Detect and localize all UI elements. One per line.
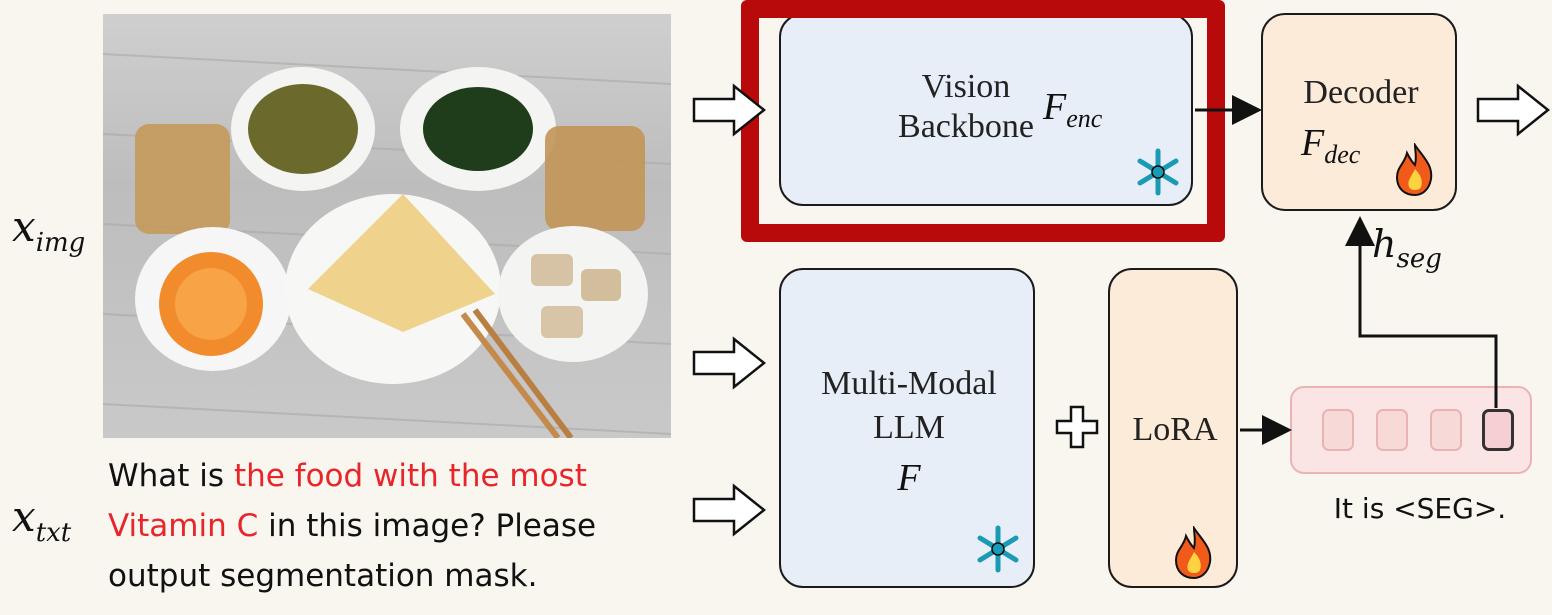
f-llm-symbol: F: [897, 457, 921, 499]
hollow-arrow-text-to-llm: [692, 483, 767, 537]
seg-caption: It is <SEG>.: [1333, 492, 1507, 525]
food-photo-illustration: [103, 53, 671, 438]
vision-backbone-block: Vision Backbone Fenc: [779, 13, 1193, 206]
llm-line2: LLM: [873, 409, 945, 446]
question-highlight-food: the food with the most: [233, 458, 587, 494]
seg-token: [1482, 409, 1514, 451]
question-highlight-vitamin: Vitamin C: [108, 508, 259, 544]
x-img-label: ximg: [12, 202, 86, 258]
flame-icon: [1174, 526, 1212, 580]
hollow-arrow-image-to-backbone: [692, 83, 767, 137]
decoder-label: Decoder: [1303, 74, 1419, 111]
flame-icon: [1395, 143, 1433, 197]
f-enc-symbol: Fenc: [1043, 86, 1103, 133]
snowflake-icon: [1137, 148, 1179, 196]
highlight-frame: [741, 0, 1225, 242]
llm-block: Multi-Modal LLM F: [779, 268, 1035, 588]
vision-backbone-line1: Vision: [921, 68, 1011, 105]
lora-label: LoRA: [1132, 411, 1218, 448]
x-txt-label: xtxt: [12, 492, 72, 548]
llm-line1: Multi-Modal: [821, 365, 997, 402]
snowflake-icon: [977, 525, 1019, 573]
token: [1376, 409, 1408, 451]
vision-backbone-line2: Backbone: [898, 108, 1034, 145]
lora-block: LoRA: [1108, 268, 1238, 588]
f-dec-symbol: Fdec: [1301, 122, 1361, 169]
arrow-seg-token-to-decoder: [1345, 216, 1498, 408]
hollow-arrow-image-to-llm: [692, 336, 767, 390]
h-seg-label: hseg: [1372, 222, 1442, 274]
plus-icon: [1055, 405, 1099, 449]
decoder-block: Decoder Fdec: [1261, 13, 1457, 211]
question-text: What is the food with the most Vitamin C…: [108, 458, 597, 594]
hollow-arrow-decoder-output: [1476, 83, 1551, 137]
token: [1430, 409, 1462, 451]
input-food-photo: [103, 14, 671, 438]
seg-token-row: [1290, 386, 1532, 474]
token: [1322, 409, 1354, 451]
